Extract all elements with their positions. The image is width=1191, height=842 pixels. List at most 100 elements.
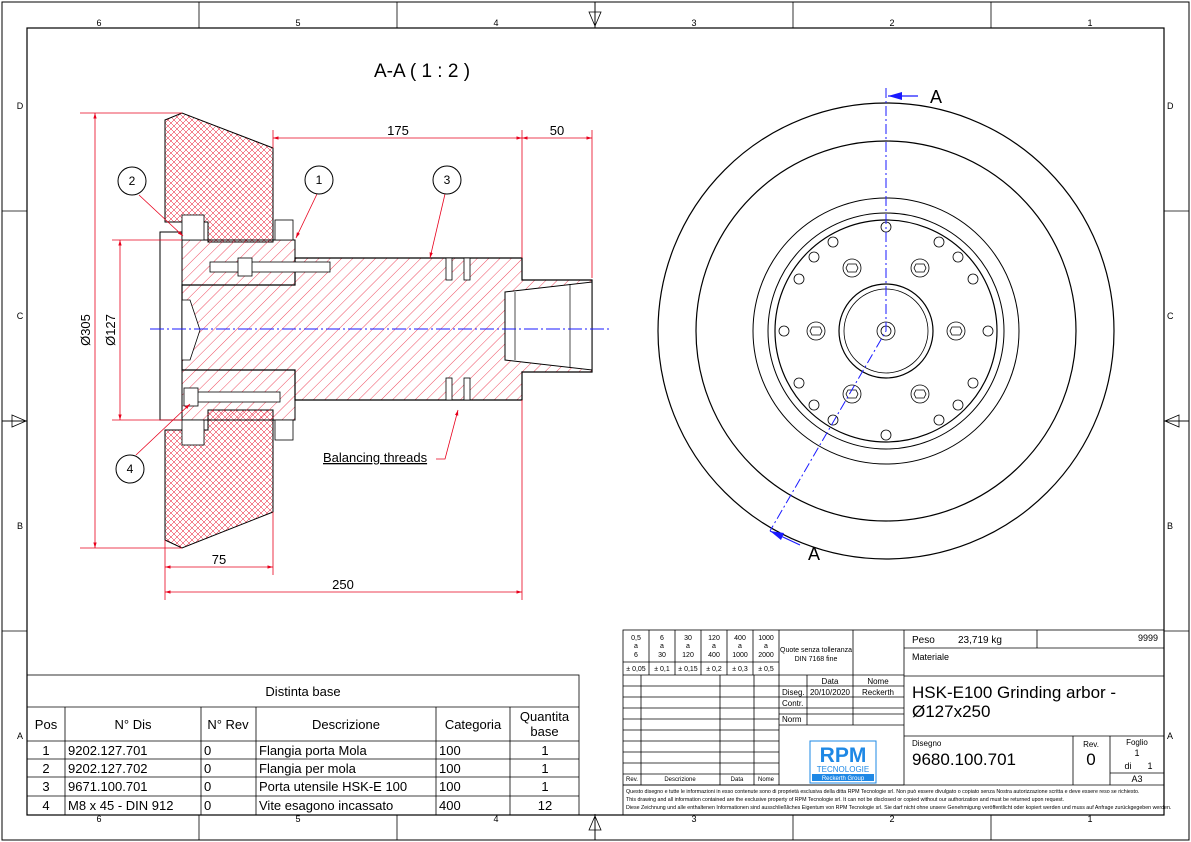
tb-foglio-label: Foglio [1126,738,1148,747]
tb-materiale-label: Materiale [912,652,949,662]
tb-di-label: di [1124,761,1131,771]
zone-col-5: 5 [295,18,300,28]
tb-title-line2: Ø127x250 [912,702,990,721]
bom-table [26,674,580,816]
zone-col-2: 2 [889,18,894,28]
balancing-threads-label: Balancing threads [323,450,428,465]
dim-50: 50 [550,123,564,138]
wheel-section-top [164,112,274,243]
balloon-2 [117,166,147,196]
tol-v2: ± 0,1 [654,666,670,673]
bom-r3-qty: 1 [541,779,548,794]
zone-col-6-bottom: 6 [96,814,101,824]
tb-rev-col: Rev. [626,777,638,783]
bom-r1-cat: 100 [439,743,461,758]
tb-rev-value: 0 [1086,750,1095,769]
tol-v5: ± 0,3 [732,666,748,673]
balloon-3-label: 3 [444,173,451,187]
zone-row-c-right: C [1167,311,1174,321]
zone-col-6: 6 [96,18,101,28]
bom-r3-cat: 100 [439,779,461,794]
tol-r2c: 30 [658,652,666,659]
balloon-leaders [135,193,459,460]
bom-text: Distinta base Pos N° Dis N° Rev Descrizi… [35,684,570,813]
tb-contr-label: Contr. [782,699,803,708]
clamp-bottom [274,419,294,441]
dim-75: 75 [212,552,226,567]
tb-nome-header: Nome [867,677,889,686]
bom-r2-cat: 100 [439,761,461,776]
zone-col-2-bottom: 2 [889,814,894,824]
tol-r6b: a [764,643,768,650]
tb-di-value: 1 [1147,761,1152,771]
tb-disegno-value: 9680.100.701 [912,750,1016,769]
flange-plate [159,231,183,421]
dim-175: 175 [387,123,409,138]
tb-foglio-value: 1 [1134,748,1139,758]
zone-labels: 6 5 4 3 2 1 6 5 4 3 2 1 D C B A D C B A [17,18,1174,824]
logo-rpm: RPM [820,744,867,767]
tol-r5a: 400 [734,635,746,642]
bom-r3-ndis: 9671.100.701 [68,779,148,794]
balloon-4 [115,454,145,484]
tol-r3a: 30 [684,635,692,642]
tol-note-1: Quote senza tolleranza [780,647,852,654]
balloons: 1 2 3 4 [115,165,462,484]
screw-head-top [237,257,253,277]
section-title: A-A ( 1 : 2 ) [374,61,470,82]
legal-de: Diese Zeichnung und alle enthaltenen Inf… [626,805,1171,811]
tb-diseg-date: 20/10/2020 [810,688,851,697]
hsk-bore [504,281,593,371]
tol-v6: ± 0,5 [758,666,774,673]
zone-col-4-bottom: 4 [493,814,498,824]
tb-title-line1: HSK-E100 Grinding arbor - [912,683,1116,702]
rpm-logo: RPM TECNOLOGIE Reckerth Group [809,740,877,784]
legal-en: This drawing and all information contain… [626,797,1064,803]
bom-r1-pos: 1 [42,743,49,758]
zone-col-3-bottom: 3 [691,814,696,824]
tb-code-top: 9999 [1138,633,1158,643]
dim-250: 250 [332,577,354,592]
zone-col-4: 4 [493,18,498,28]
bom-r2-pos: 2 [42,761,49,776]
tb-norm-label: Norm [782,715,802,724]
bom-r1-qty: 1 [541,743,548,758]
section-marker-top: A [930,87,942,107]
balloon-1-label: 1 [316,173,323,187]
dimensions [80,112,593,600]
screw-heads [806,258,966,404]
tol-r4c: 400 [708,652,720,659]
bom-r2-ndis: 9202.127.702 [68,761,148,776]
tol-r1a: 0,5 [631,635,641,642]
hsk-circle [838,283,934,379]
bom-r4-qty: 12 [538,798,552,813]
tb-data-col: Data [731,777,744,783]
wheel-mid-circle [695,140,1077,522]
zone-col-5-bottom: 5 [295,814,300,824]
bom-r1-ndis: 9202.127.701 [68,743,148,758]
title-block-lines [622,629,1165,816]
balloon-2-label: 2 [129,174,136,188]
dim-305: Ø305 [78,314,93,346]
bom-r1-desc: Flangia porta Mola [259,743,367,758]
bom-r4-desc: Vite esagono incassato [259,798,393,813]
tol-r5b: a [738,643,742,650]
bom-r2-qty: 1 [541,761,548,776]
washer-top [181,214,205,241]
flange-inner-circle [767,212,1005,450]
title-block-text: 0,5 a 6 6 a 30 30 a 120 120 a 400 400 a … [626,633,1171,811]
tol-v4: ± 0,2 [706,666,722,673]
zone-row-a-right: A [1167,731,1173,741]
tol-r5c: 1000 [732,652,748,659]
bom-header-quantita: Quantita base [519,709,570,739]
tb-peso-label: Peso [912,635,935,646]
bom-header-descrizione: Descrizione [312,717,380,732]
bom-header-pos: Pos [35,717,58,732]
bom-header-quantita-wrap: Quantita base [519,709,570,739]
logo-tecnologie: TECNOLOGIE [817,765,869,774]
bom-header-categoria: Categoria [445,717,502,732]
zone-col-1: 1 [1087,18,1092,28]
zone-row-d: D [17,101,24,111]
zone-row-d-right: D [1167,101,1174,111]
